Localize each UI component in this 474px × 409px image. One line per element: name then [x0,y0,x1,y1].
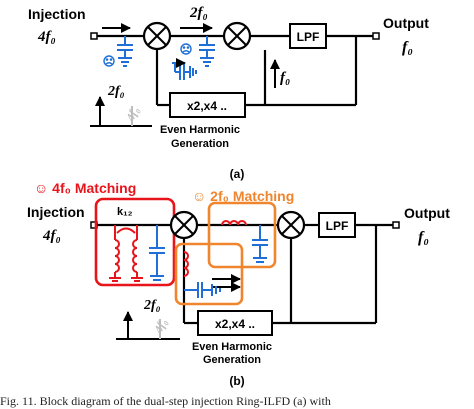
harmonic-block-label-a: x2,x4 .. [187,99,227,113]
output-port-b [392,221,400,229]
input-label-a: Injection [28,6,86,22]
spectrum-b [116,311,180,340]
output-freq-b: f₀ [418,229,429,246]
mixer-1-b [169,210,199,240]
signal-path-a [97,34,373,107]
faded-freq-a: 4f₀ [123,104,142,124]
match4-box-b [94,197,176,287]
panel-a: Injection 4f₀ 2f₀ LPF Output f₀ f₀ [28,5,429,181]
panel-b: Injection 4f₀ k₁₂ ☺ 4f₀ Matching [27,180,450,388]
lpf-block-a [289,23,327,49]
sad-face-icons-a [103,43,192,67]
harmonic-block-b [197,310,273,336]
signal-arrows-b [212,274,241,292]
input-freq-b: 4f₀ [42,228,61,244]
feedback-freq-a: f₀ [280,70,290,86]
injected-freq-b: 2f₀ [143,298,161,313]
harmonic-block-label-b: x2,x4 .. [215,317,255,331]
match4-cap-b [149,225,165,281]
mixer-2-a [222,21,252,51]
harmonic-caption-2-a: Generation [171,138,229,150]
output-label-b: Output [404,205,450,221]
output-port-a [372,32,380,40]
output-label-a: Output [383,15,429,31]
match2-network-b [183,220,247,277]
output-freq-a: f₀ [402,39,413,56]
match2-label-b: ☺ 2f₀ Matching [192,188,294,204]
harmonic-caption-1-b: Even Harmonic [192,341,272,353]
injected-freq-a: 2f₀ [107,84,125,99]
lpf-label-b: LPF [326,219,349,233]
input-label-b: Injection [27,204,85,220]
match4-network-b [109,225,143,282]
harmonic-block-a [169,92,246,118]
match4-label-b: ☺ 4f₀ Matching [34,180,136,196]
figure-caption: Fig. 11. Block diagram of the dual-step … [0,394,331,408]
spectrum-a [90,96,152,127]
parasitic-caps-a [117,36,215,80]
harmonic-caption-2-b: Generation [203,354,261,366]
faded-freq-b: 4f₀ [151,316,170,336]
match2-caps-b [184,225,268,298]
panel-tag-a: (a) [230,167,245,181]
harmonic-caption-1-a: Even Harmonic [160,124,240,136]
signal-path-b [97,223,393,325]
lpf-block-b [318,212,356,238]
signal-arrows-a [102,23,280,88]
panel-tag-b: (b) [229,374,244,388]
mixer-2-b [276,210,306,240]
input-freq-a: 4f₀ [37,29,56,45]
match2-box-lower-b [174,242,244,306]
mixer-1-a [142,21,172,51]
input-port-a [90,32,98,40]
mid-freq-a: 2f₀ [189,5,208,21]
lpf-label-a: LPF [297,30,320,44]
coupling-label-b: k₁₂ [117,206,133,218]
